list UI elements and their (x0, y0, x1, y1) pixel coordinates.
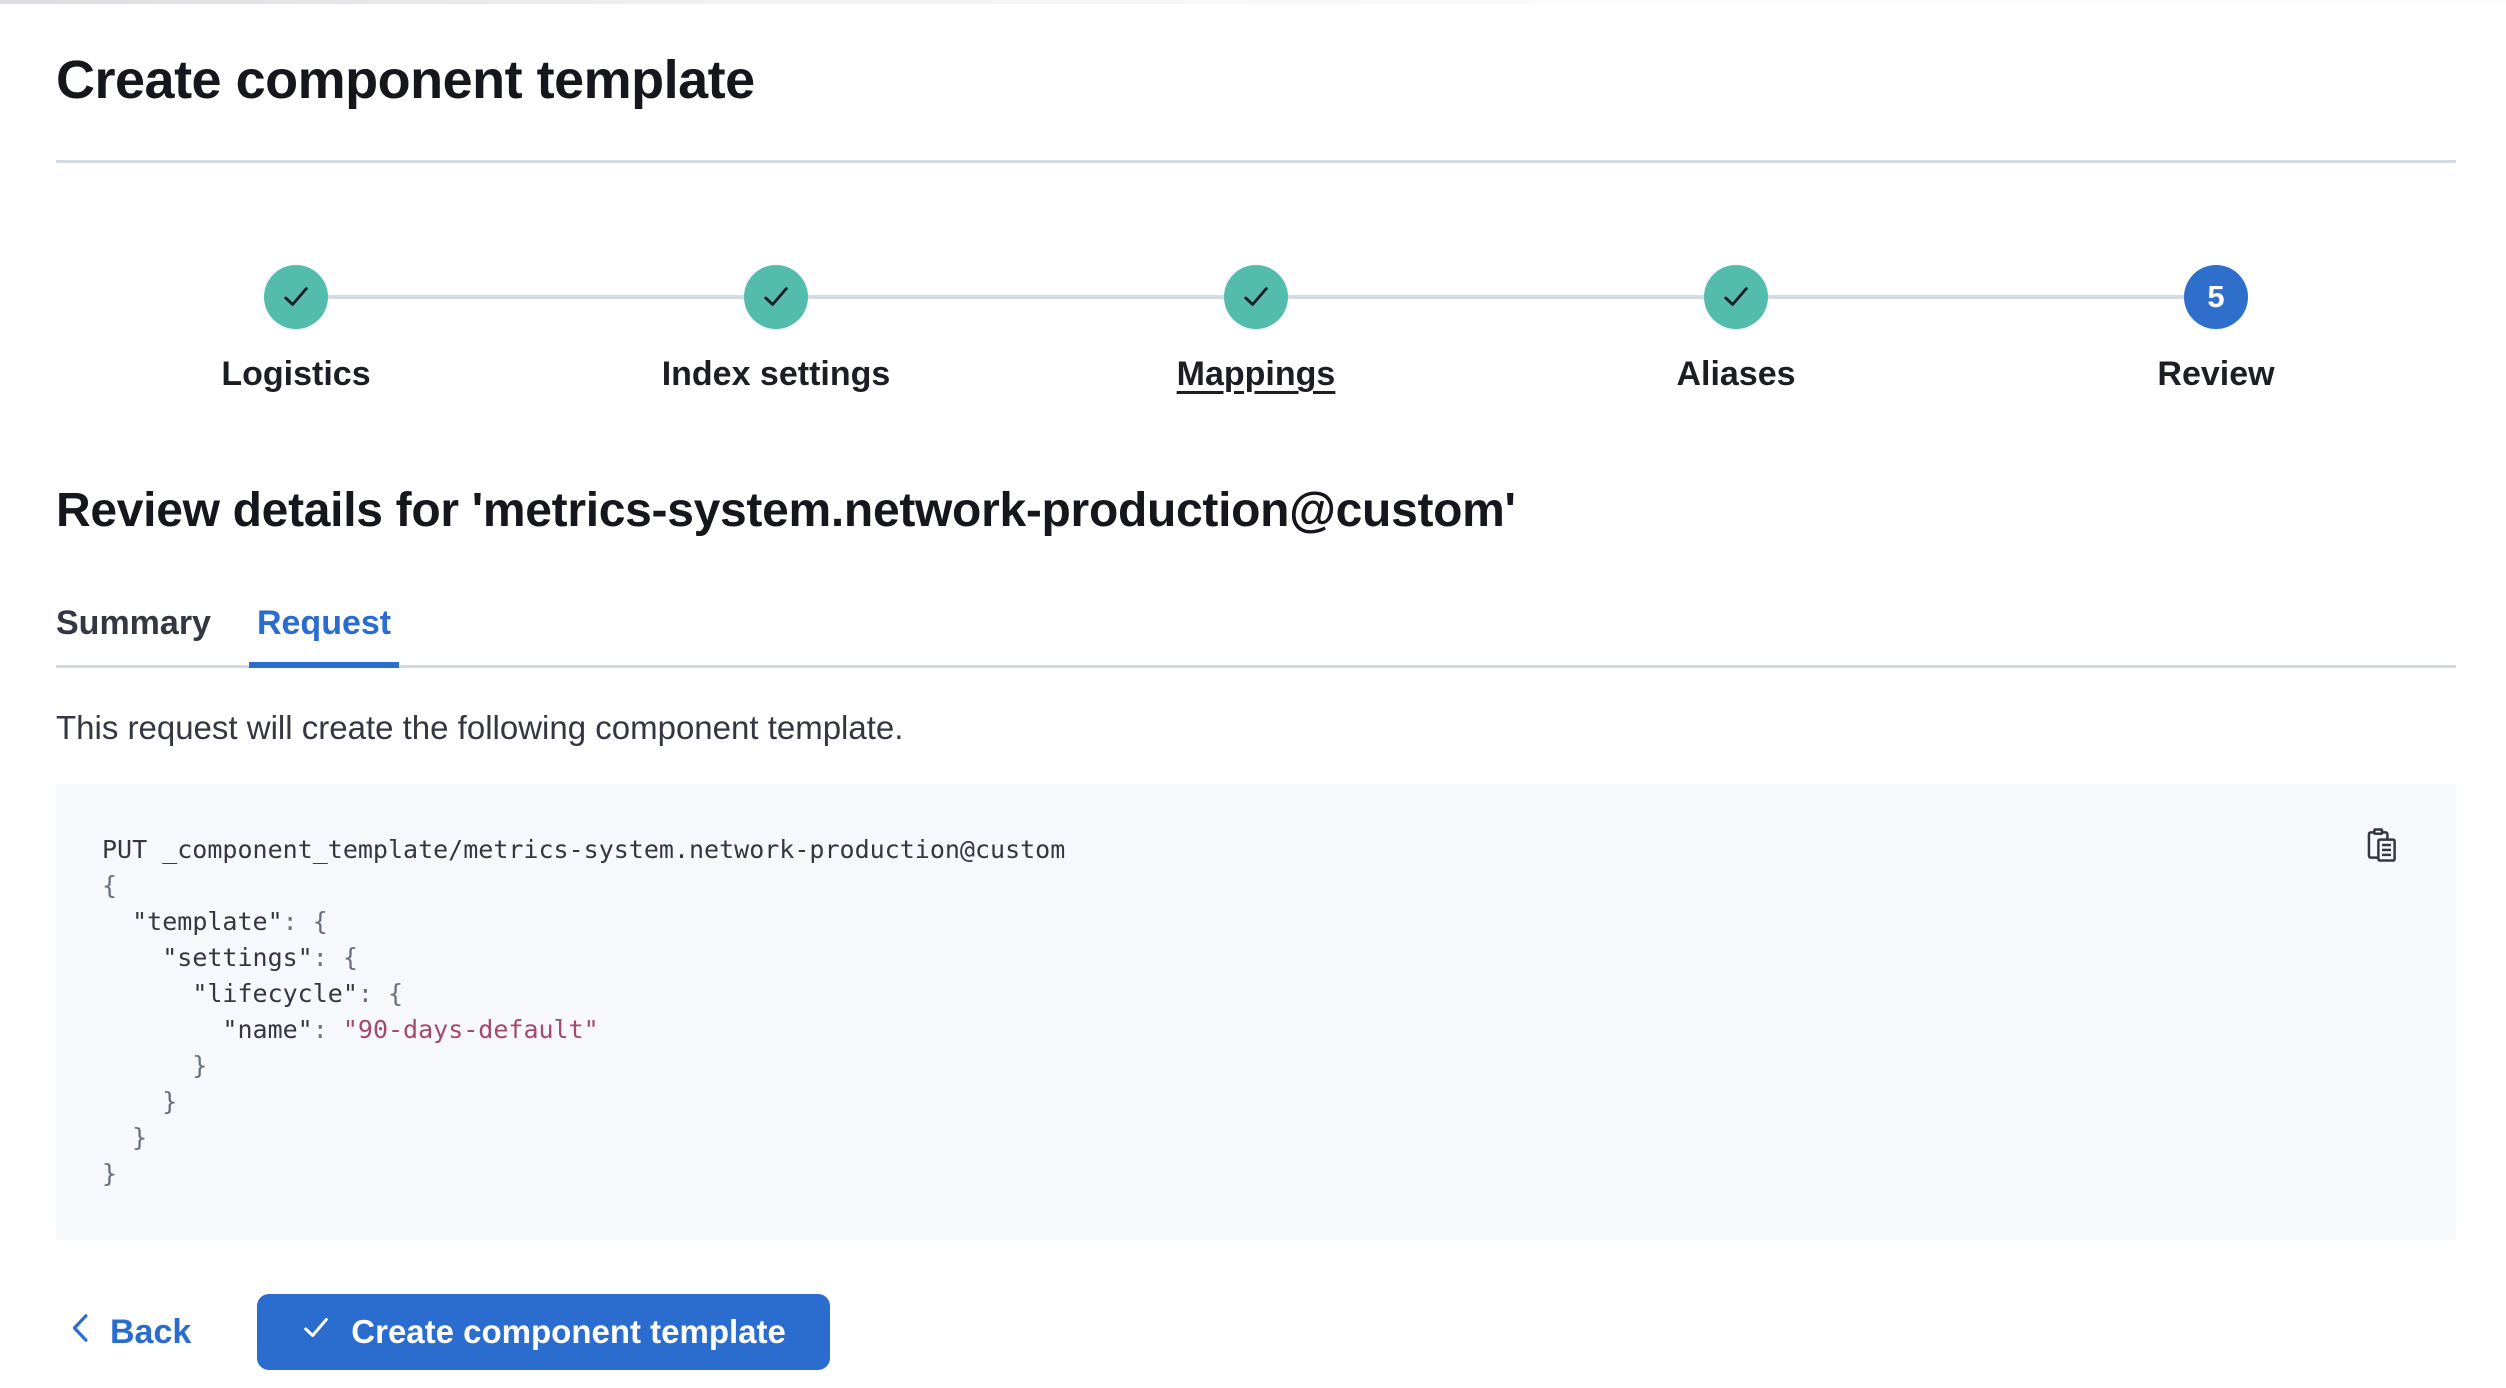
chevron-left-icon (68, 1311, 94, 1354)
back-button[interactable]: Back (56, 1303, 203, 1362)
code-line: } (102, 1051, 208, 1080)
request-code-block: PUT _component_template/metrics-system.n… (56, 784, 2456, 1240)
title-divider (56, 160, 2456, 163)
request-description: This request will create the following c… (56, 709, 904, 746)
create-component-template-page: Create component template Logistics Index… (0, 48, 2506, 1370)
code-line: } (102, 1159, 118, 1188)
code-line: "settings": { (162, 943, 358, 972)
code-line: "template": { (132, 907, 328, 936)
step-check-icon (1704, 265, 1768, 329)
back-button-label: Back (110, 1312, 192, 1351)
create-component-template-button[interactable]: Create component template (257, 1294, 830, 1370)
step-label: Review (2157, 355, 2275, 393)
step-check-icon (744, 265, 808, 329)
code-line: PUT _component_template/metrics-system.n… (102, 835, 1066, 864)
review-heading: Review details for 'metrics-system.netwo… (56, 484, 1516, 537)
step-aliases[interactable]: Aliases (1496, 265, 1976, 394)
code-line: { (102, 871, 118, 900)
code-line: "name": "90-days-default" (222, 1015, 599, 1044)
window-top-edge (0, 0, 2506, 4)
step-index-settings[interactable]: Index settings (536, 265, 1016, 394)
create-button-label: Create component template (351, 1313, 786, 1350)
step-label: Aliases (1676, 355, 1796, 393)
step-label: Index settings (661, 355, 891, 393)
step-mappings[interactable]: Mappings (1016, 265, 1496, 394)
request-code: PUT _component_template/metrics-system.n… (102, 832, 2336, 1192)
code-line: "lifecycle": { (192, 979, 404, 1008)
copy-to-clipboard-button[interactable] (2360, 824, 2404, 868)
step-label: Logistics (221, 355, 371, 393)
step-logistics[interactable]: Logistics (56, 265, 536, 394)
tab-summary[interactable]: Summary (56, 604, 211, 642)
step-number-circle: 5 (2184, 265, 2248, 329)
page-title: Create component template (56, 50, 755, 110)
wizard-footer: Back Create component template (56, 1294, 2456, 1370)
step-label: Mappings (1176, 355, 1336, 393)
step-check-icon (264, 265, 328, 329)
tab-bar: Summary Request (56, 604, 2456, 668)
step-check-icon (1224, 265, 1288, 329)
check-icon (301, 1313, 331, 1351)
tab-request[interactable]: Request (248, 604, 400, 668)
code-line: } (102, 1123, 148, 1152)
code-line: } (102, 1087, 178, 1116)
copy-clipboard-icon (2364, 827, 2400, 866)
